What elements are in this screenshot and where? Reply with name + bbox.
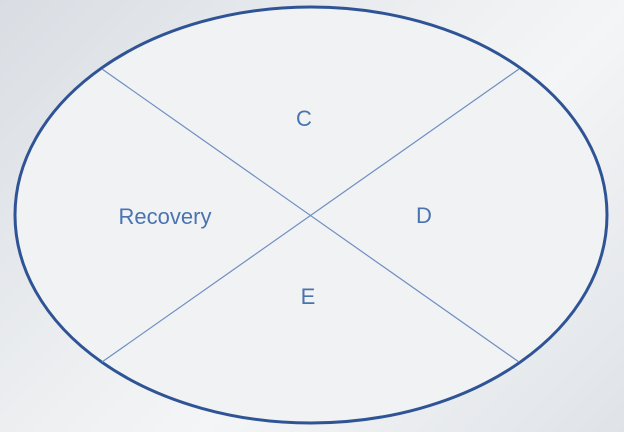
divider-line-ascending [101,68,520,363]
section-label-bottom: E [301,284,316,309]
section-label-top: C [296,106,312,131]
section-label-left: Recovery [119,204,212,229]
section-label-right: D [416,203,432,228]
